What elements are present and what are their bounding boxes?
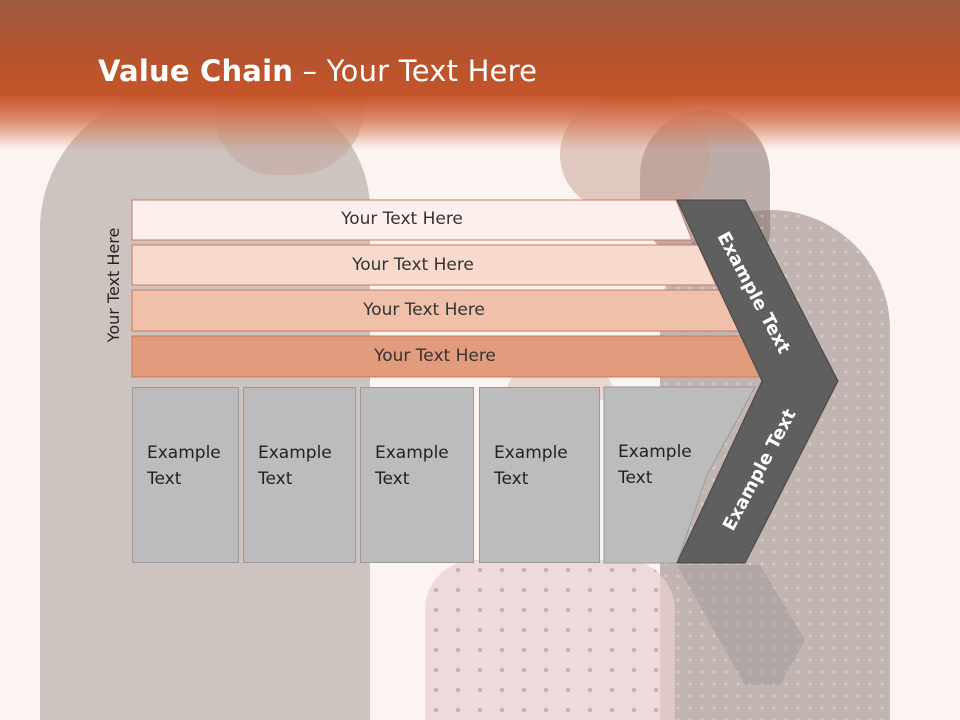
chevron-arrow[interactable] (676, 199, 839, 564)
column-3[interactable]: Example Text (360, 387, 474, 563)
chevron-reflection (677, 565, 805, 685)
header-band (0, 0, 960, 150)
bar-2[interactable]: Your Text Here (132, 246, 714, 284)
bar-4-label: Your Text Here (374, 346, 496, 366)
column-1[interactable]: Example Text (132, 387, 239, 563)
column-shape-5 (603, 386, 756, 564)
column-4-line1: Example (494, 443, 568, 463)
bar-3[interactable]: Your Text Here (132, 291, 736, 329)
column-2-line1: Example (258, 443, 332, 463)
bar-shape-2 (131, 244, 717, 286)
column-4[interactable]: Example Text (479, 387, 600, 563)
column-1-line1: Example (147, 443, 221, 463)
column-5-line2: Text (618, 468, 653, 488)
column-5-line1: Example (618, 442, 692, 462)
title-rest: – Your Text Here (293, 54, 538, 88)
column-3-line1: Example (375, 443, 449, 463)
bar-4[interactable]: Your Text Here (132, 337, 758, 375)
bar-shape-1 (131, 199, 693, 241)
child-pattern (425, 560, 675, 720)
bar-1[interactable]: Your Text Here (132, 200, 692, 238)
column-5[interactable]: Example Text (604, 387, 694, 563)
column-2[interactable]: Example Text (243, 387, 356, 563)
bar-3-label: Your Text Here (363, 300, 485, 320)
column-3-line2: Text (375, 469, 410, 489)
child-figure (425, 560, 675, 720)
bar-1-label: Your Text Here (341, 209, 463, 229)
column-4-line2: Text (494, 469, 529, 489)
column-1-line2: Text (147, 469, 182, 489)
bar-2-label: Your Text Here (352, 255, 474, 275)
column-2-line2: Text (258, 469, 293, 489)
title-bold: Value Chain (98, 54, 294, 88)
slide-title[interactable]: Value Chain – Your Text Here (98, 54, 537, 88)
